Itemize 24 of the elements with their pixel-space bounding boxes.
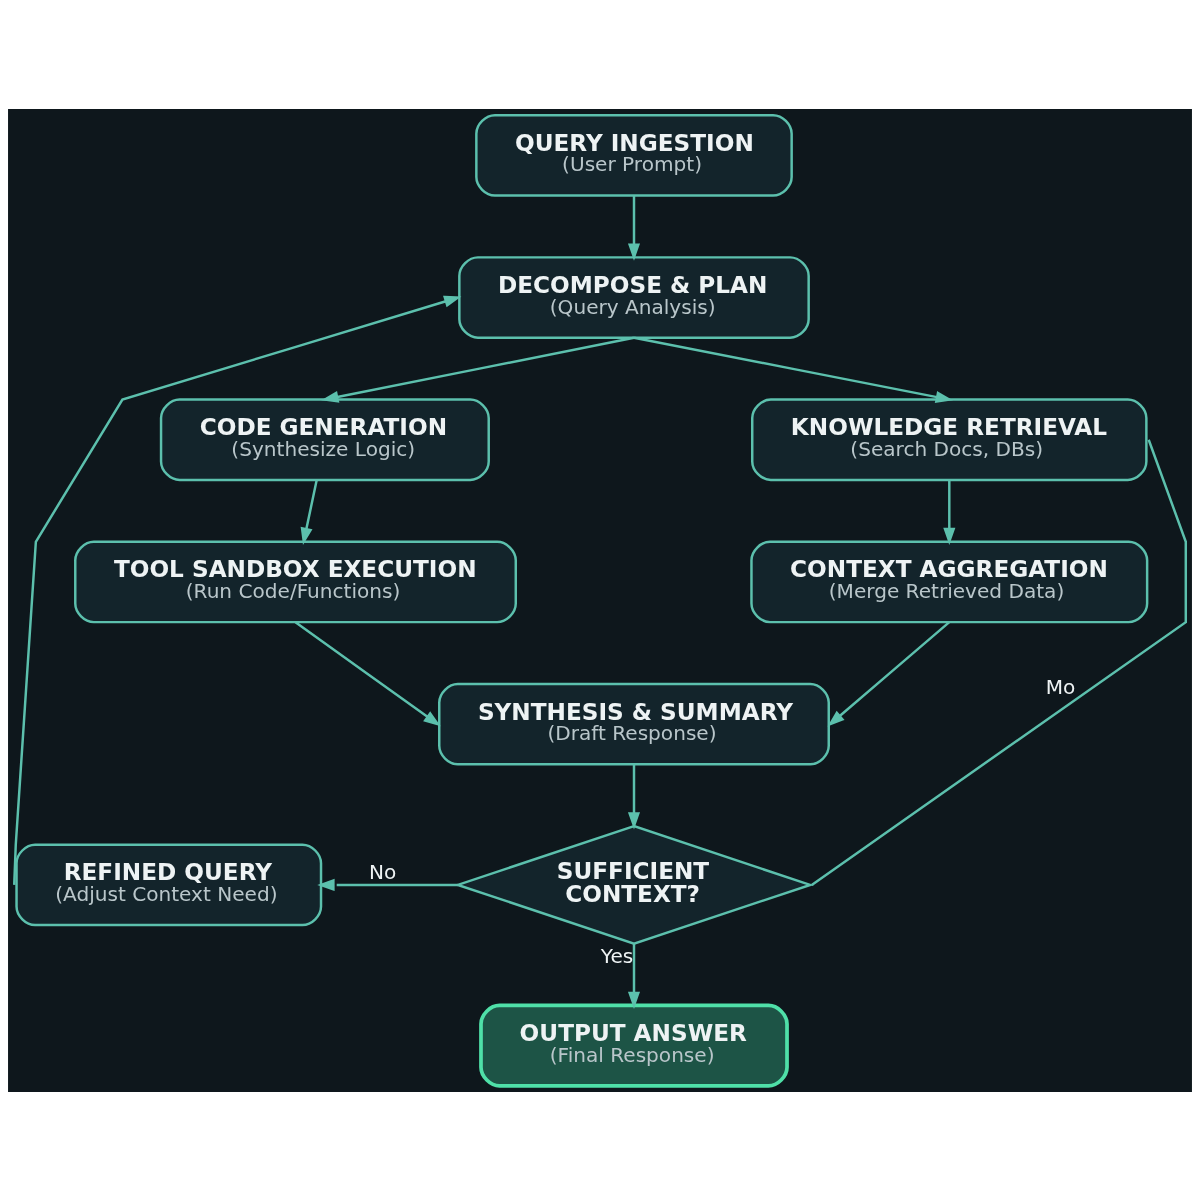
node-box: DECOMPOSE & PLAN (Query Analysis) <box>458 255 810 339</box>
arrow <box>13 295 462 885</box>
node-box: OUTPUT ANSWER (Final Response) <box>479 1003 789 1088</box>
edge-label: Mo <box>1045 674 1076 699</box>
node-box: CONTEXT AGGREGATION (Merge Retrieved Data) <box>750 540 1149 623</box>
arrow <box>300 479 318 545</box>
connector <box>811 438 1187 886</box>
edge-label: No <box>368 859 397 884</box>
arrow <box>633 336 953 403</box>
node-box: TOOL SANDBOX EXECUTION (Run Code/Functions) <box>74 540 517 623</box>
node-box: CODE GENERATION (Synthesize Logic) <box>159 397 490 481</box>
arrow <box>294 620 441 726</box>
node-box: QUERY INGESTION (User Prompt) <box>475 113 793 197</box>
node-box: SYNTHESIS & SUMMARY (Draft Response) <box>438 682 830 766</box>
arrow <box>627 943 641 1009</box>
edge-label: Yes <box>600 943 634 968</box>
node-box: REFINED QUERY (Adjust Context Need) <box>15 842 323 926</box>
arrow <box>943 479 956 545</box>
node-box: KNOWLEDGE RETRIEVAL (Search Docs, DBs) <box>751 397 1148 481</box>
arrow <box>627 195 641 261</box>
arrow <box>627 764 641 829</box>
arrow <box>317 878 458 891</box>
arrow <box>827 620 951 727</box>
arrow <box>321 336 635 403</box>
